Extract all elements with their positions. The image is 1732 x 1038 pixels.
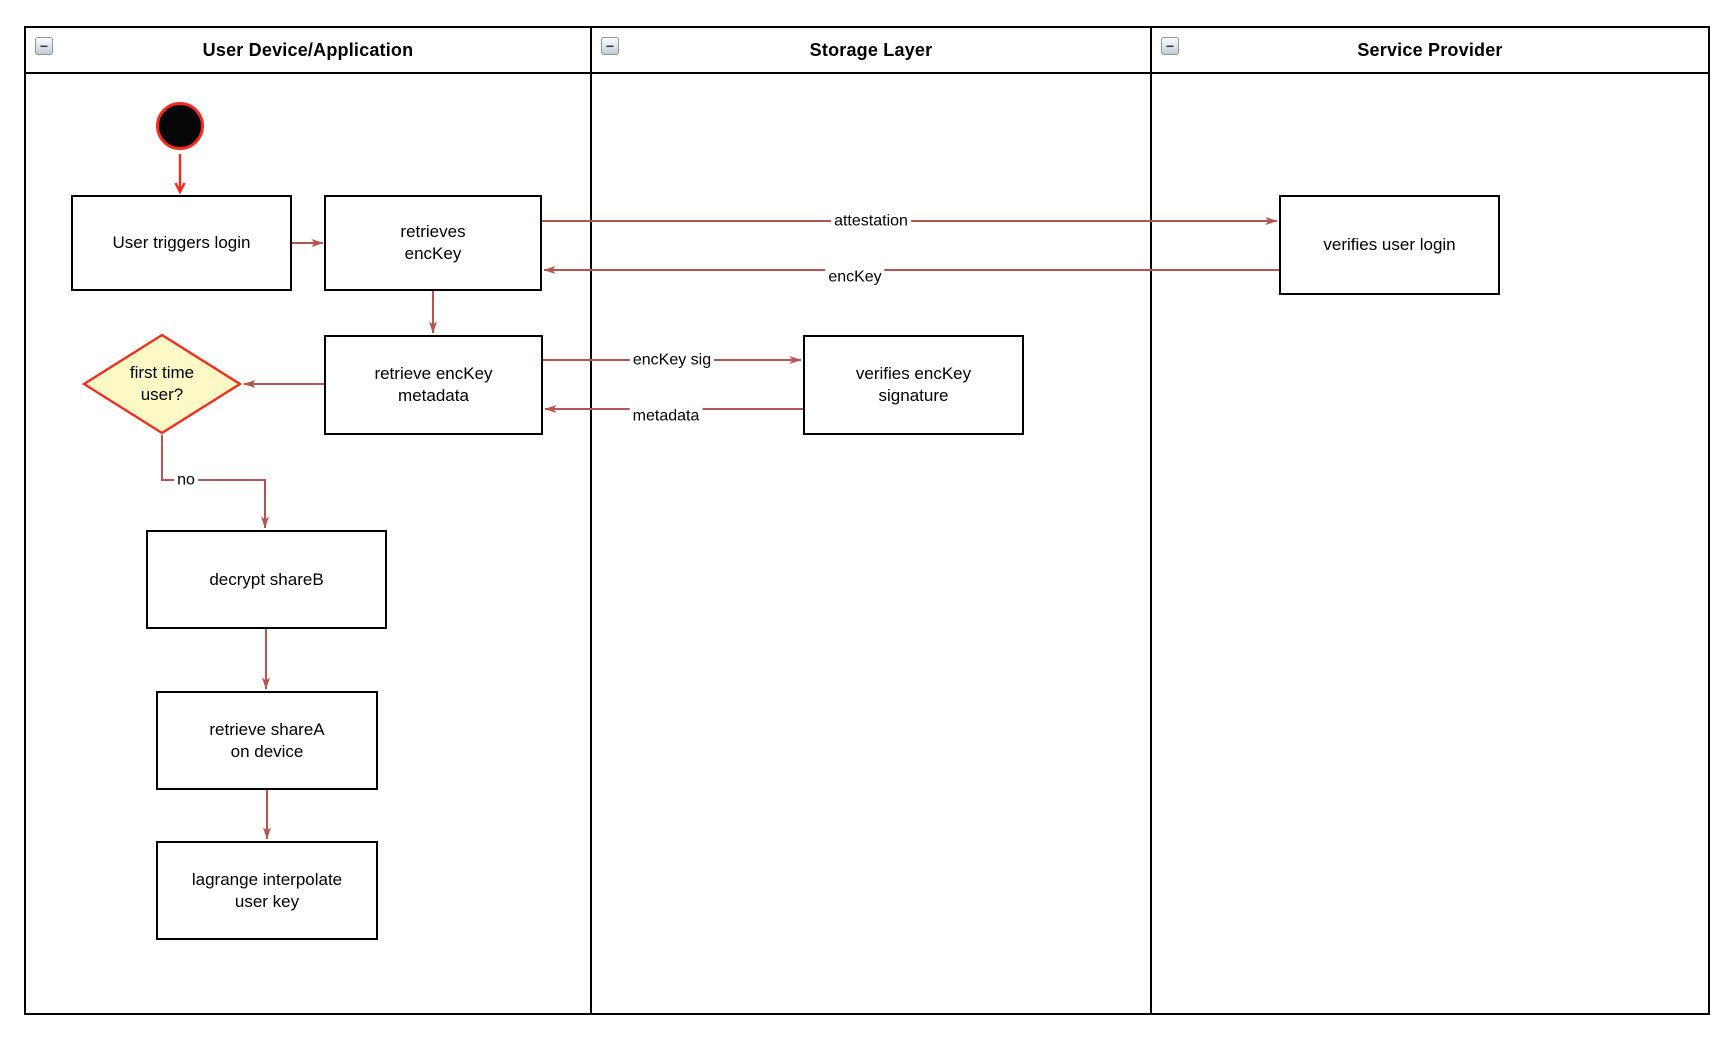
swimlane-pool: − User Device/Application − Storage Laye… xyxy=(24,26,1710,1015)
lane-service-provider: − Service Provider xyxy=(1152,28,1708,1013)
lane-header-service-provider: − Service Provider xyxy=(1152,28,1708,74)
node-label: retrieve encKey metadata xyxy=(374,364,493,405)
node-label: decrypt shareB xyxy=(209,569,324,589)
node-label: retrieves encKey xyxy=(400,222,466,263)
node-verifies-user-login[interactable]: verifies user login xyxy=(1279,195,1500,295)
lane-title-user-device: User Device/Application xyxy=(202,39,414,60)
node-verifies-enckey-signature[interactable]: verifies encKey signature xyxy=(803,335,1024,435)
collapse-lane-button[interactable]: − xyxy=(1161,37,1179,55)
edge-label-no: no xyxy=(174,470,198,490)
node-retrieve-enckey-metadata[interactable]: retrieve encKey metadata xyxy=(324,335,543,435)
node-decrypt-shareb[interactable]: decrypt shareB xyxy=(146,530,387,629)
lane-storage-layer: − Storage Layer xyxy=(592,28,1152,1013)
lane-header-user-device: − User Device/Application xyxy=(26,28,590,74)
node-user-triggers-login[interactable]: User triggers login xyxy=(71,195,292,291)
node-label: User triggers login xyxy=(112,233,251,252)
edge-label-enckey: encKey xyxy=(825,267,885,287)
node-label: retrieve shareA on device xyxy=(209,719,325,761)
lane-title-service-provider: Service Provider xyxy=(1357,39,1503,60)
node-first-time-user-decision[interactable]: first time user? xyxy=(82,333,242,435)
node-label: lagrange interpolate user key xyxy=(191,869,343,911)
collapse-lane-button[interactable]: − xyxy=(35,37,53,55)
node-label: first time user? xyxy=(129,363,195,404)
node-label: verifies user login xyxy=(1323,235,1456,254)
start-node[interactable] xyxy=(156,102,204,150)
minus-icon: − xyxy=(605,37,615,54)
lane-header-storage-layer: − Storage Layer xyxy=(592,28,1150,74)
collapse-lane-button[interactable]: − xyxy=(601,37,619,55)
lane-user-device: − User Device/Application xyxy=(26,28,592,1013)
node-label: verifies encKey signature xyxy=(855,364,972,405)
minus-icon: − xyxy=(1165,37,1175,54)
edge-label-enckey-sig: encKey sig xyxy=(629,350,715,370)
diamond-shape xyxy=(82,333,242,435)
node-retrieve-sharea[interactable]: retrieve shareA on device xyxy=(156,691,378,790)
node-retrieves-enckey[interactable]: retrieves encKey xyxy=(324,195,542,291)
edge-label-metadata: metadata xyxy=(629,406,703,426)
node-lagrange-interpolate[interactable]: lagrange interpolate user key xyxy=(156,841,378,940)
lane-title-storage-layer: Storage Layer xyxy=(809,39,933,60)
minus-icon: − xyxy=(39,37,49,54)
edge-label-attestation: attestation xyxy=(831,211,911,231)
